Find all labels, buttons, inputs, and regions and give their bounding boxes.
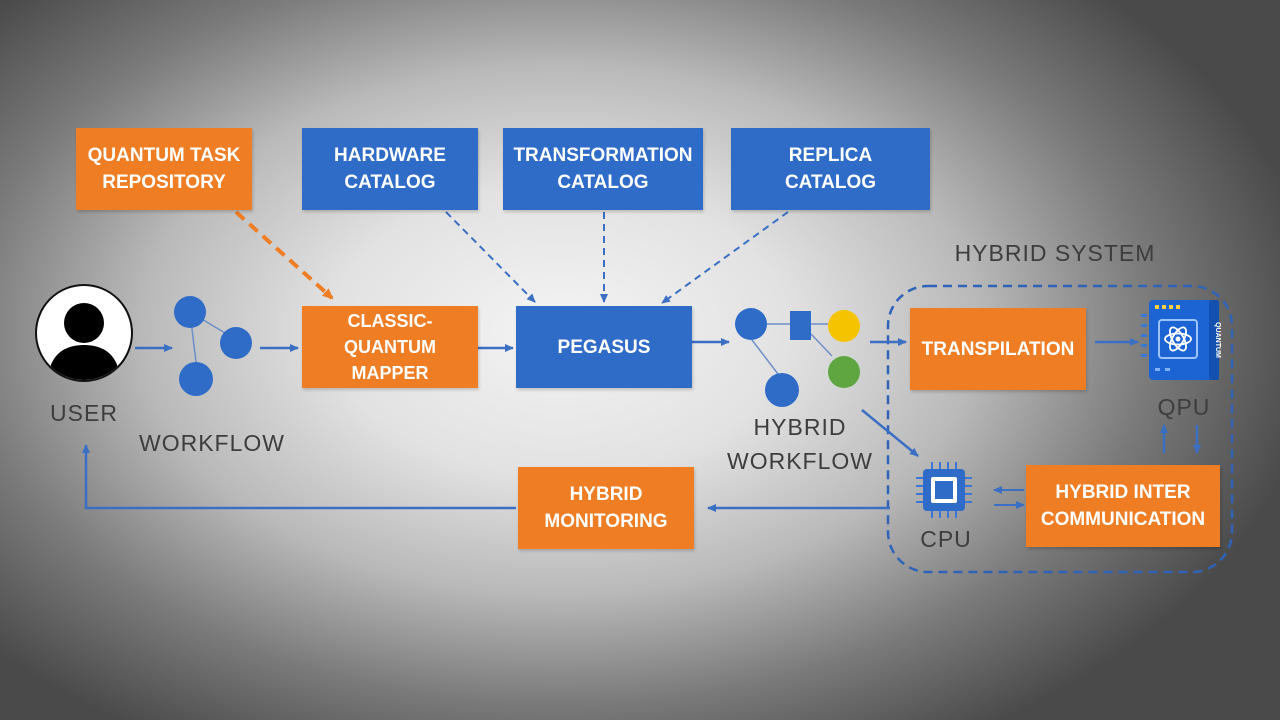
transpilation-box: TRANSPILATION (910, 308, 1086, 390)
quantum-chip-icon: QUANTUM (1141, 296, 1225, 386)
hybrid-workflow-edge (751, 339, 779, 375)
user-silhouette-icon (34, 283, 134, 383)
workflow-node (179, 362, 213, 396)
workflow-node (220, 327, 252, 359)
classic-quantum-mapper-box: CLASSIC- QUANTUM MAPPER (302, 306, 478, 388)
hybrid-workflow-node-quantum (828, 310, 860, 342)
transformation-catalog-box: TRANSFORMATION CATALOG (503, 128, 703, 210)
workflow-label: WORKFLOW (139, 430, 285, 456)
hybrid-workflow-label: HYBRID WORKFLOW (727, 414, 873, 474)
qpu-chip-text: QUANTUM (1214, 322, 1221, 358)
hybrid-inter-communication-box: HYBRID INTER COMMUNICATION (1026, 465, 1220, 547)
arrow-hybrid-workflow-to-cpu (861, 409, 919, 457)
qpu-label: QPU (1157, 394, 1211, 420)
hybrid-system-boundary (886, 284, 1234, 574)
arrow-hardware-to-pegasus (445, 211, 536, 303)
hybrid-workflow-node-classical (828, 356, 860, 388)
hybrid-workflow-node (765, 373, 799, 407)
pegasus-box: PEGASUS (516, 306, 692, 388)
arrow-monitoring-to-user (82, 444, 516, 510)
arrow-replica-to-pegasus (661, 211, 789, 304)
hybrid-workflow-node (735, 308, 767, 340)
user-label: USER (50, 400, 118, 426)
hardware-catalog-box: HARDWARE CATALOG (302, 128, 478, 210)
quantum-task-repository-box: QUANTUM TASK REPOSITORY (76, 128, 252, 210)
arrow-repository-to-mapper (234, 210, 334, 300)
hybrid-monitoring-box: HYBRID MONITORING (518, 467, 694, 549)
hybrid-workflow-node (790, 311, 811, 340)
hybrid-workflow-edge (810, 333, 833, 357)
workflow-node (174, 296, 206, 328)
hybrid-system-label: HYBRID SYSTEM (954, 240, 1156, 266)
cpu-chip-icon (912, 460, 982, 520)
cpu-label: CPU (920, 526, 972, 552)
replica-catalog-box: REPLICA CATALOG (731, 128, 930, 210)
